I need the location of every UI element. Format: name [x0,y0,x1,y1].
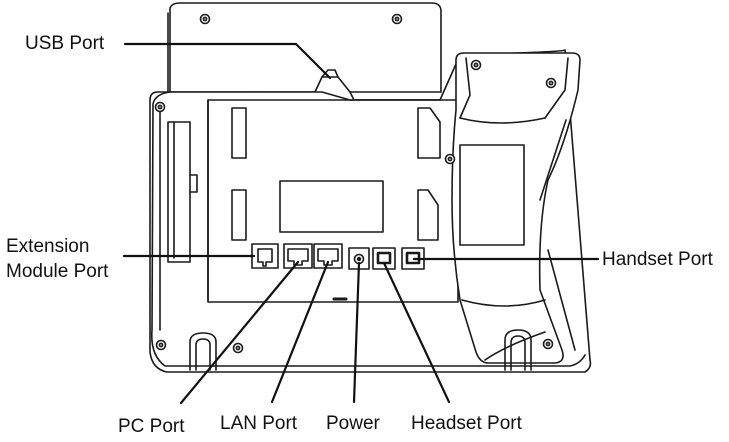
feet [189,329,532,371]
lan-port-callout [270,260,330,404]
power-callout [352,261,361,404]
screws [154,13,557,354]
ports [251,243,425,301]
pc-port-label: PC Port [118,416,185,437]
screw-icon [232,342,244,354]
lan-port-label: LAN Port [220,413,298,434]
lan-port-jack [313,243,343,269]
headset-port-callout [382,261,451,404]
screw-icon [444,153,456,165]
wall-mount-slots [231,107,441,241]
pc-port-callout [179,260,300,405]
handset [451,52,581,364]
callout-lines [122,42,600,405]
screw-icon [391,13,403,25]
power-label: Power [326,413,380,434]
usb-port-label: USB Port [25,33,105,54]
handset-port-label: Handset Port [602,249,713,270]
cable-clip [167,121,198,263]
screw-icon [154,101,166,113]
usb-port-callout [123,42,332,80]
extension-module-port-label-line1: Extension [6,236,90,257]
extension-module-port-label-line2: Module Port [6,261,109,282]
pc-port-jack [283,243,313,269]
screw-icon [155,339,167,351]
screw-icon [470,59,482,71]
screw-icon [542,338,554,350]
headset-port-label: Headset Port [411,413,522,434]
screw-icon [199,13,211,25]
screw-icon [545,77,557,89]
